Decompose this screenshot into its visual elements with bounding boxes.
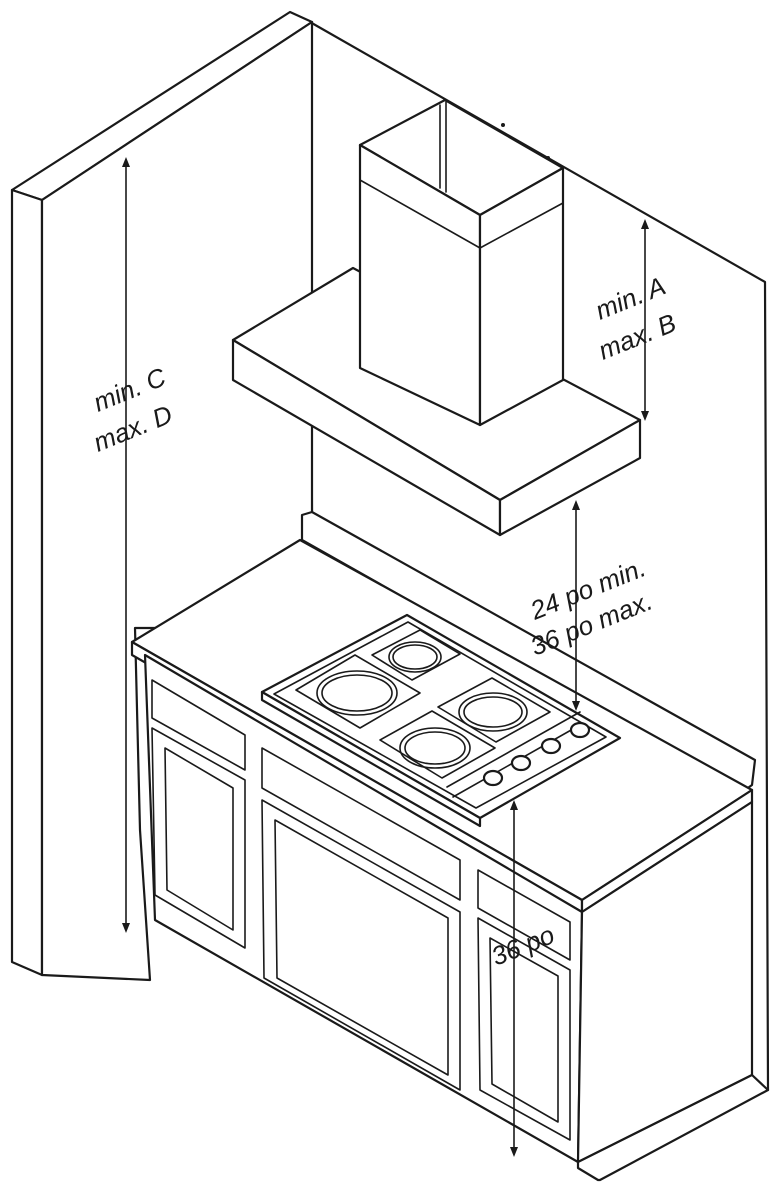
dimension-lines bbox=[122, 157, 649, 1157]
base-cabinet bbox=[143, 653, 770, 1182]
control-knobs bbox=[482, 721, 591, 787]
burner-left-large bbox=[295, 654, 421, 729]
burner-front bbox=[379, 710, 496, 779]
side-wall bbox=[10, 10, 314, 982]
range-hood bbox=[231, 98, 642, 537]
burner-right bbox=[437, 677, 551, 743]
cooktop bbox=[260, 613, 622, 828]
burner-back-small bbox=[371, 629, 461, 681]
